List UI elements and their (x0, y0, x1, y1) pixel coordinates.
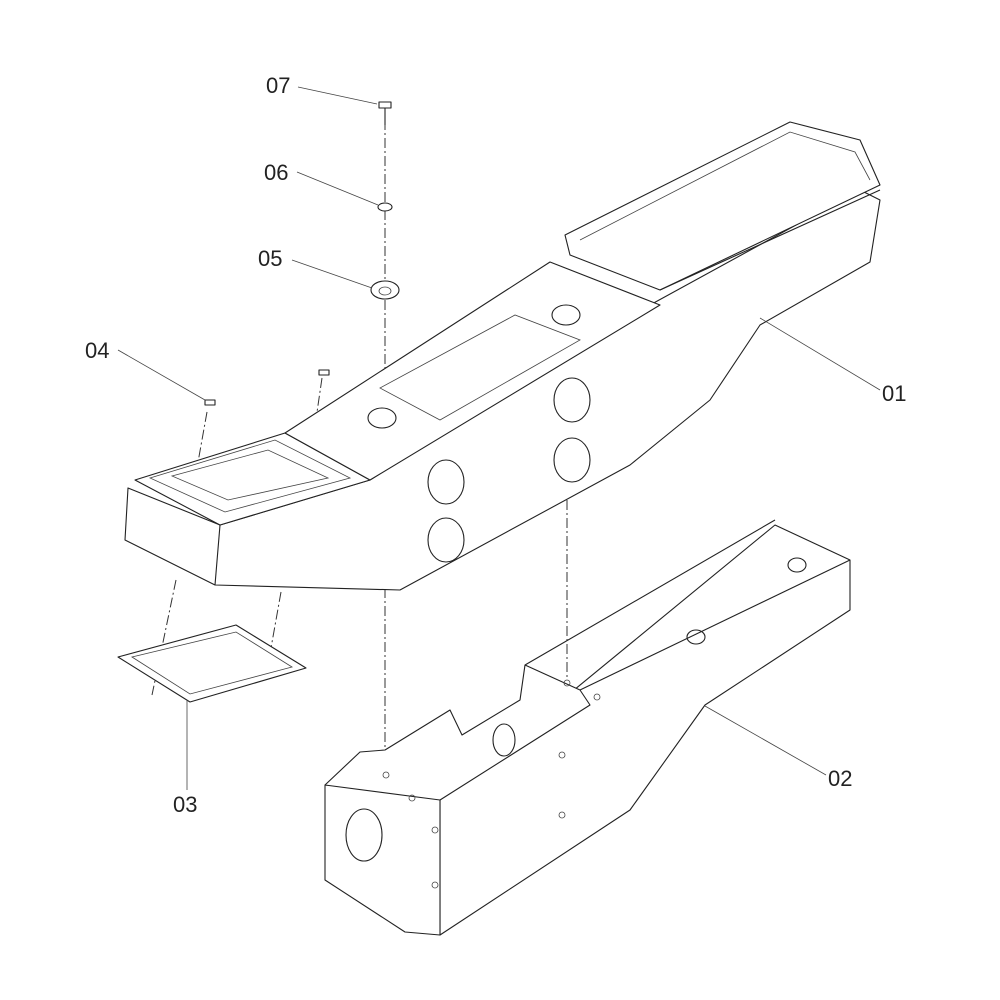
callout-leaders (117, 86, 881, 790)
part-04-screw (204, 399, 216, 406)
callout-07: 07 (266, 73, 291, 98)
part-05-grommet (370, 280, 400, 300)
callout-05: 05 (258, 246, 283, 271)
callout-06: 06 (264, 160, 289, 185)
part-04-screw (318, 369, 330, 376)
part-06-washer (377, 202, 393, 212)
callout-03: 03 (173, 792, 198, 817)
part-07-screw (378, 101, 392, 109)
fasteners (204, 101, 400, 406)
part-03-gasket (117, 624, 307, 703)
callout-02: 02 (828, 766, 853, 791)
part-01-armrest (124, 121, 881, 591)
callout-04: 04 (85, 338, 110, 363)
callout-01: 01 (882, 381, 907, 406)
part-02-bracket (324, 519, 851, 936)
